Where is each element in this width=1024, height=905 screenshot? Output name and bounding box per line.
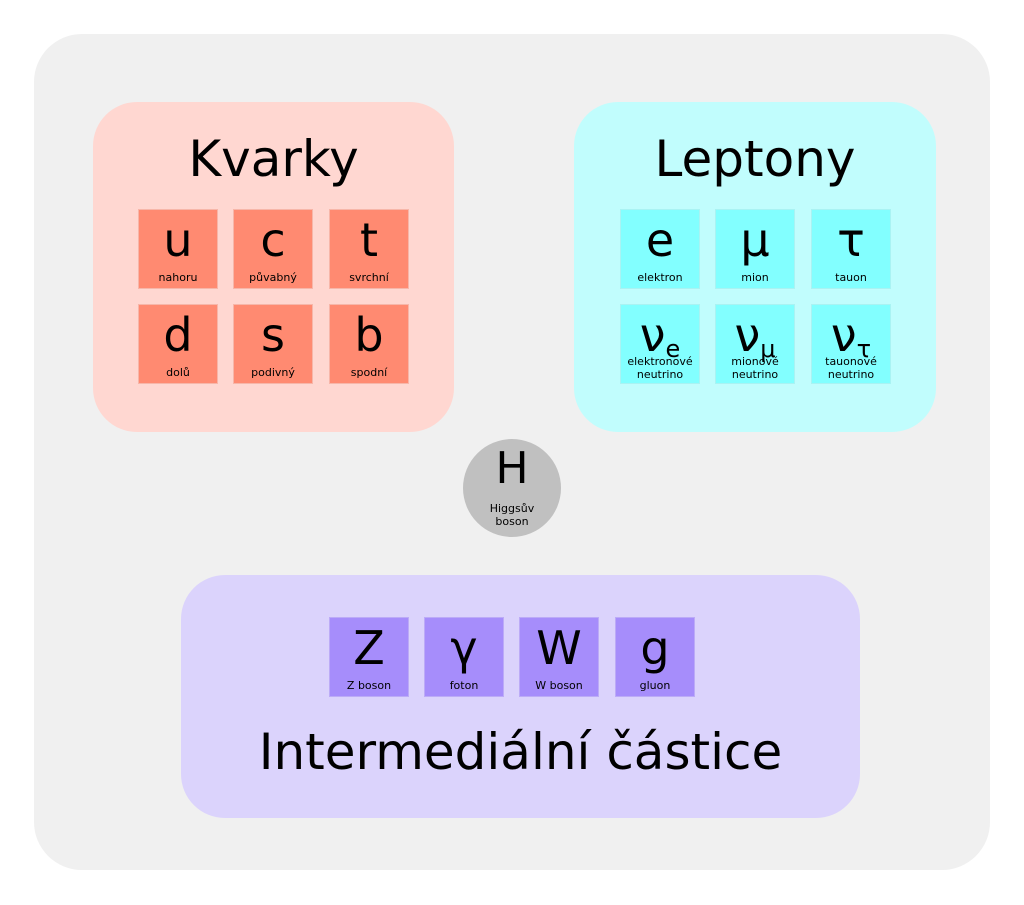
quark-label: nahoru <box>158 271 198 284</box>
boson-label: gluon <box>639 679 671 692</box>
nu-subscript: μ <box>760 335 776 363</box>
boson-label: W boson <box>535 679 583 692</box>
lepton-label-line1: elektronové <box>627 355 693 368</box>
lepton-label-line2: neutrino <box>731 368 779 381</box>
quark-symbol: b <box>354 308 384 362</box>
lepton-label: tauon <box>835 271 867 284</box>
boson-symbol: γ <box>450 621 478 675</box>
gauge-bosons-group: Z Z boson γ foton W W boson g gluon Inte… <box>181 575 860 818</box>
boson-tile-z: Z Z boson <box>329 617 409 697</box>
higgs-symbol: H <box>495 443 529 494</box>
lepton-label-line1: mionové <box>731 355 779 368</box>
lepton-symbol: e <box>645 213 675 267</box>
lepton-label: elektron <box>637 271 683 284</box>
nu-subscript: τ <box>856 335 872 363</box>
leptons-title: Leptony <box>654 130 856 188</box>
lepton-tile-electron: e elektron <box>620 209 700 289</box>
quark-symbol: u <box>163 213 193 267</box>
quark-tile-bottom: b spodní <box>329 304 409 384</box>
quarks-group: Kvarky u nahoru c půvabný t svrchní d do… <box>93 102 454 432</box>
nu-glyph: ν <box>734 308 761 362</box>
quark-symbol: c <box>260 213 286 267</box>
quark-symbol: d <box>163 308 193 362</box>
lepton-label-line2: neutrino <box>827 368 875 381</box>
quark-tile-down: d dolů <box>138 304 218 384</box>
higgs-label-line2: boson <box>495 515 529 528</box>
quark-tile-up: u nahoru <box>138 209 218 289</box>
lepton-label-line1: tauonové <box>825 355 877 368</box>
quark-label: půvabný <box>249 271 297 284</box>
boson-tile-w: W W boson <box>519 617 599 697</box>
boson-label: Z boson <box>346 679 392 692</box>
quark-symbol: s <box>261 308 285 362</box>
boson-label: foton <box>449 679 479 692</box>
boson-symbol: g <box>640 621 670 675</box>
nu-glyph: ν <box>639 308 666 362</box>
leptons-group: Leptony e elektron μ mion τ tauon νe ele… <box>574 102 936 432</box>
quark-label: dolů <box>166 366 190 379</box>
lepton-symbol: νμ <box>716 309 794 361</box>
lepton-tile-muon: μ mion <box>715 209 795 289</box>
boson-symbol: Z <box>353 621 385 675</box>
quark-label: spodní <box>350 366 388 379</box>
quark-tile-top: t svrchní <box>329 209 409 289</box>
lepton-symbol: τ <box>837 213 865 267</box>
lepton-label: mion <box>741 271 769 284</box>
quarks-title: Kvarky <box>188 130 359 188</box>
quark-tile-charm: c půvabný <box>233 209 313 289</box>
boson-symbol: W <box>536 621 582 675</box>
boson-tile-photon: γ foton <box>424 617 504 697</box>
lepton-label-line2: neutrino <box>636 368 684 381</box>
quark-label: podivný <box>251 366 295 379</box>
nu-subscript: e <box>665 335 681 363</box>
quark-label: svrchní <box>349 271 389 284</box>
higgs-label-line1: Higgsův <box>489 502 535 515</box>
nu-glyph: ν <box>830 308 857 362</box>
lepton-tile-tau: τ tauon <box>811 209 891 289</box>
quark-tile-strange: s podivný <box>233 304 313 384</box>
lepton-symbol: μ <box>740 213 770 267</box>
quark-symbol: t <box>359 213 379 267</box>
lepton-symbol: νe <box>621 309 699 361</box>
bosons-title: Intermediální částice <box>258 723 783 781</box>
lepton-symbol: ντ <box>812 309 890 361</box>
boson-tile-gluon: g gluon <box>615 617 695 697</box>
